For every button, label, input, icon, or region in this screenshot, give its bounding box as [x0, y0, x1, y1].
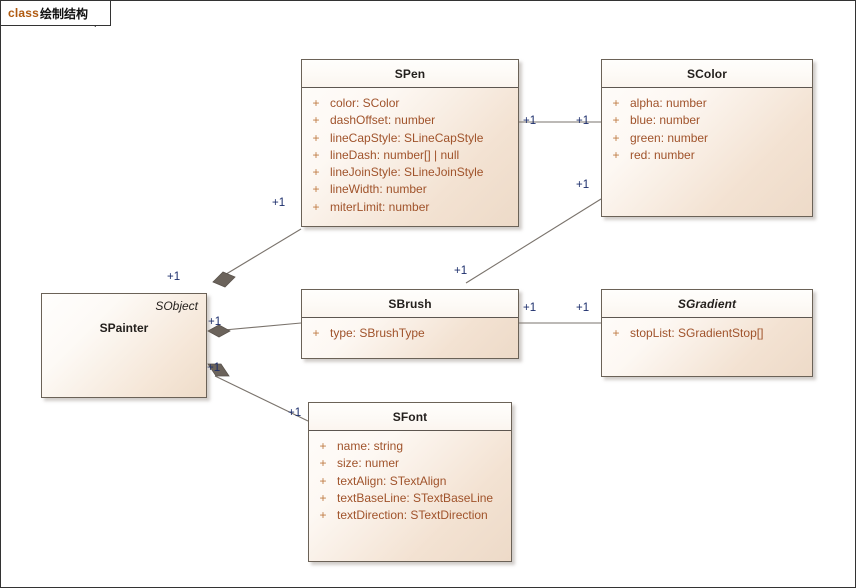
attribute-signature: stopList: SGradientStop[]	[630, 326, 764, 340]
class-title-scolor: SColor	[602, 60, 812, 88]
attribute-signature: color: SColor	[330, 96, 400, 110]
frame-tab: class 绘制结构	[1, 1, 111, 26]
frame-keyword: class	[8, 6, 40, 20]
class-attribute-row: + red: number	[602, 147, 812, 164]
attribute-visibility: +	[612, 113, 620, 128]
class-stereotype-sobject: SObject	[155, 299, 198, 313]
class-attribute-row: + size: numer	[309, 455, 511, 472]
class-attribute-row: + type: SBrushType	[302, 325, 518, 342]
attribute-visibility: +	[319, 473, 327, 488]
attribute-visibility: +	[612, 147, 620, 162]
attribute-signature: miterLimit: number	[330, 199, 430, 214]
attribute-signature: type: SBrushType	[330, 326, 425, 340]
attribute-signature: lineDash: number[] | null	[330, 147, 460, 162]
multiplicity-pen-color-src: +1	[523, 115, 537, 127]
frame-title: 绘制结构	[40, 6, 89, 21]
multiplicity-brush-color-src: +1	[454, 265, 468, 277]
class-box-scolor[interactable]: SColor + alpha: number + blue: number + green…	[601, 59, 813, 217]
multiplicity-brush-gradient-src: +1	[523, 302, 537, 314]
composition-diamond-painter-pen	[212, 271, 236, 288]
attribute-visibility: +	[612, 326, 620, 340]
class-attribute-row: + textBaseLine: STextBaseLine	[309, 490, 511, 507]
attribute-signature: lineWidth: number	[330, 182, 427, 197]
attribute-signature: name: string	[337, 439, 404, 453]
class-attributes-sbrush: + type: SBrushType	[302, 318, 518, 348]
class-box-sbrush[interactable]: SBrush + type: SBrushType	[301, 289, 519, 359]
edge-painter-pen	[212, 228, 302, 283]
attribute-visibility: +	[312, 130, 320, 145]
class-attribute-row: + lineDash: number[] | null	[302, 147, 518, 164]
attribute-visibility: +	[312, 199, 320, 214]
attribute-signature: textAlign: STextAlign	[337, 473, 447, 488]
class-attribute-row: + dashOffset: number	[302, 112, 518, 129]
class-box-sfont[interactable]: SFont + name: string + size: numer + textAlig…	[308, 402, 512, 562]
attribute-visibility: +	[312, 147, 320, 162]
attribute-signature: alpha: number	[630, 96, 707, 110]
attribute-visibility: +	[319, 490, 327, 505]
class-attributes-spen: + color: SColor + dashOffset: number + lineCa…	[302, 88, 518, 222]
attribute-visibility: +	[612, 96, 620, 110]
attribute-visibility: +	[312, 113, 320, 128]
class-box-spainter[interactable]: SObject SPainter	[41, 293, 207, 398]
attribute-visibility: +	[312, 326, 320, 340]
class-attribute-row: + textAlign: STextAlign	[309, 473, 511, 490]
attribute-visibility: +	[312, 96, 320, 110]
multiplicity-pen-color-tgt: +1	[576, 115, 590, 127]
class-attribute-row: + lineWidth: number	[302, 181, 518, 198]
class-title-spainter: SPainter	[99, 321, 149, 335]
multiplicity-brush-gradient-tgt: +1	[576, 302, 590, 314]
attribute-signature: red: number	[630, 147, 695, 162]
attribute-signature: dashOffset: number	[330, 113, 436, 128]
class-attributes-sfont: + name: string + size: numer + textAlign: STe…	[309, 431, 511, 530]
attribute-signature: size: numer	[337, 456, 400, 471]
multiplicity-painter-brush: +1	[208, 316, 222, 328]
attribute-visibility: +	[319, 508, 327, 523]
class-attributes-scolor: + alpha: number + blue: number + green: numbe…	[602, 88, 812, 170]
class-attribute-row: + alpha: number	[602, 95, 812, 112]
multiplicity-painter-pen: +1	[167, 271, 181, 283]
class-attribute-row: + lineJoinStyle: SLineJoinStyle	[302, 164, 518, 181]
attribute-visibility: +	[612, 130, 620, 145]
attribute-signature: lineCapStyle: SLineCapStyle	[330, 130, 484, 145]
attribute-visibility: +	[319, 439, 327, 453]
class-title-spen: SPen	[302, 60, 518, 88]
edge-painter-brush	[212, 322, 302, 332]
attribute-visibility: +	[312, 182, 320, 197]
class-attribute-row: + textDirection: STextDirection	[309, 507, 511, 524]
class-title-sfont: SFont	[309, 403, 511, 431]
multiplicity-brush-color-tgt: +1	[576, 179, 590, 191]
class-attribute-row: + miterLimit: number	[302, 199, 518, 216]
attribute-visibility: +	[312, 165, 320, 180]
multiplicity-font-painter: +1	[288, 407, 302, 419]
multiplicity-pen-painter: +1	[272, 197, 286, 209]
class-attribute-row: + green: number	[602, 130, 812, 147]
class-attribute-row: + blue: number	[602, 112, 812, 129]
class-attribute-row: + color: SColor	[302, 95, 518, 112]
attribute-signature: blue: number	[630, 113, 701, 128]
attribute-signature: textBaseLine: STextBaseLine	[337, 490, 494, 505]
class-attributes-sgradient: + stopList: SGradientStop[]	[602, 318, 812, 348]
attribute-signature: textDirection: STextDirection	[337, 508, 488, 523]
attribute-signature: lineJoinStyle: SLineJoinStyle	[330, 165, 484, 180]
class-attribute-row: + name: string	[309, 438, 511, 455]
class-title-sbrush: SBrush	[302, 290, 518, 318]
attribute-signature: green: number	[630, 130, 709, 145]
class-box-sgradient[interactable]: SGradient + stopList: SGradientStop[]	[601, 289, 813, 377]
attribute-visibility: +	[319, 456, 327, 471]
class-attribute-row: + lineCapStyle: SLineCapStyle	[302, 130, 518, 147]
multiplicity-painter-font: +1	[207, 362, 221, 374]
class-attribute-row: + stopList: SGradientStop[]	[602, 325, 812, 342]
class-title-sgradient: SGradient	[602, 290, 812, 318]
class-box-spen[interactable]: SPen + color: SColor + dashOffset: number + l…	[301, 59, 519, 227]
